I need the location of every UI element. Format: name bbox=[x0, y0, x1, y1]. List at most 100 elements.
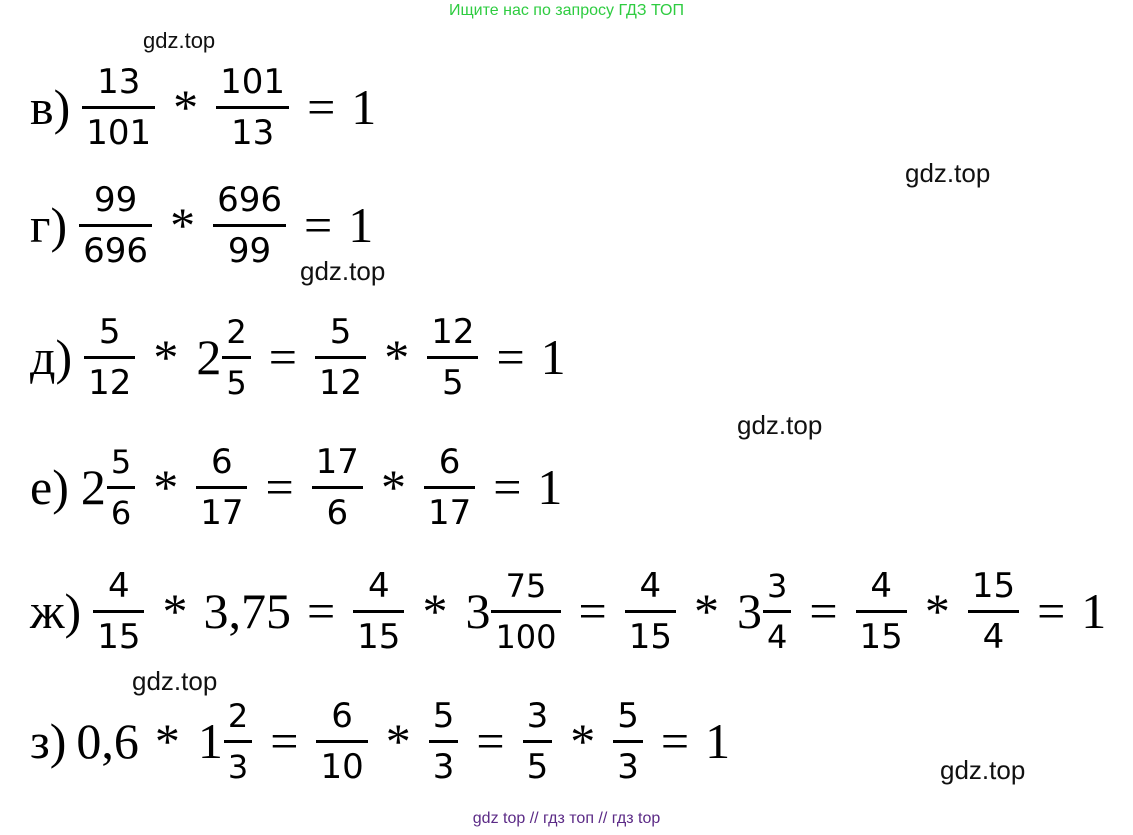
equals-sign: = bbox=[493, 459, 522, 515]
fraction-bar bbox=[223, 739, 253, 743]
denominator: 3 bbox=[617, 746, 639, 787]
numerator: 3 bbox=[766, 566, 788, 605]
watermark: gdz.top bbox=[300, 256, 386, 286]
number: 1 bbox=[351, 79, 377, 135]
whole-part: 3 bbox=[736, 583, 762, 639]
fraction-bar bbox=[316, 739, 368, 743]
whole-part: 1 bbox=[197, 713, 223, 769]
denominator: 3 bbox=[432, 746, 455, 787]
number: 1 bbox=[1081, 583, 1107, 639]
watermark: gdz.top bbox=[940, 755, 1026, 785]
fraction-bar bbox=[428, 739, 459, 743]
denominator: 12 bbox=[88, 362, 132, 403]
numerator: 17 bbox=[315, 441, 359, 482]
denominator: 5 bbox=[526, 746, 549, 787]
fraction-bar bbox=[311, 485, 363, 489]
equals-sign: = bbox=[303, 197, 333, 253]
fraction-bar bbox=[314, 355, 367, 359]
equals-sign: = bbox=[660, 713, 690, 769]
denominator: 6 bbox=[110, 493, 132, 532]
multiply-sign: * bbox=[173, 79, 199, 135]
denominator: 4 bbox=[982, 616, 1005, 657]
numerator: 4 bbox=[870, 565, 892, 606]
watermark: gdz.top bbox=[143, 28, 216, 53]
watermark: gdz.top bbox=[905, 158, 991, 188]
fraction-bar bbox=[196, 485, 248, 489]
denominator: 101 bbox=[86, 112, 152, 153]
numerator: 6 bbox=[211, 441, 233, 482]
numerator: 4 bbox=[639, 565, 662, 606]
fraction-bar bbox=[82, 105, 156, 109]
watermark: gdz.top bbox=[132, 666, 218, 696]
number: 1 bbox=[348, 197, 374, 253]
numerator: 5 bbox=[110, 442, 132, 481]
problem-label: в) bbox=[30, 79, 71, 135]
denominator: 15 bbox=[859, 616, 903, 657]
fraction-bar bbox=[491, 609, 561, 613]
numerator: 15 bbox=[971, 565, 1016, 606]
equals-sign: = bbox=[809, 583, 838, 639]
numerator: 99 bbox=[93, 179, 138, 220]
denominator: 12 bbox=[318, 362, 363, 403]
whole-part: 2 bbox=[196, 329, 222, 385]
number: 3,75 bbox=[203, 583, 291, 639]
numerator: 12 bbox=[431, 311, 475, 352]
multiply-sign: * bbox=[384, 329, 410, 385]
number: 1 bbox=[540, 329, 566, 385]
numerator: 6 bbox=[438, 441, 461, 482]
numerator: 696 bbox=[217, 179, 282, 220]
fraction-bar bbox=[216, 105, 290, 109]
denominator: 99 bbox=[227, 230, 272, 271]
equals-sign: = bbox=[270, 713, 299, 769]
denominator: 17 bbox=[427, 492, 472, 533]
footer-links: gdz top // гдз топ // гдз top bbox=[472, 810, 661, 827]
fraction-bar bbox=[84, 355, 136, 359]
equals-sign: = bbox=[306, 583, 336, 639]
problem-label: г) bbox=[30, 197, 68, 253]
multiply-sign: * bbox=[385, 713, 411, 769]
watermark: gdz.top bbox=[737, 410, 823, 440]
equals-sign: = bbox=[476, 713, 505, 769]
multiply-sign: * bbox=[570, 713, 596, 769]
fraction-bar bbox=[353, 609, 405, 613]
problem-label: е) bbox=[30, 459, 69, 515]
fraction-bar bbox=[613, 739, 643, 743]
fraction-bar bbox=[79, 223, 153, 227]
fraction-bar bbox=[855, 609, 907, 613]
fraction-bar bbox=[93, 609, 145, 613]
numerator: 5 bbox=[432, 695, 455, 736]
equals-sign: = bbox=[307, 79, 336, 135]
equals-sign: = bbox=[265, 459, 294, 515]
multiply-sign: * bbox=[153, 459, 179, 515]
denominator: 4 bbox=[766, 617, 788, 656]
numerator: 5 bbox=[617, 695, 639, 736]
equals-sign: = bbox=[268, 329, 297, 385]
denominator: 10 bbox=[320, 746, 364, 787]
number: 1 bbox=[537, 459, 563, 515]
equals-sign: = bbox=[1037, 583, 1066, 639]
fraction-bar bbox=[423, 485, 476, 489]
problem-label: з) bbox=[30, 713, 67, 769]
whole-part: 2 bbox=[80, 459, 106, 515]
problem-label: д) bbox=[30, 329, 73, 385]
